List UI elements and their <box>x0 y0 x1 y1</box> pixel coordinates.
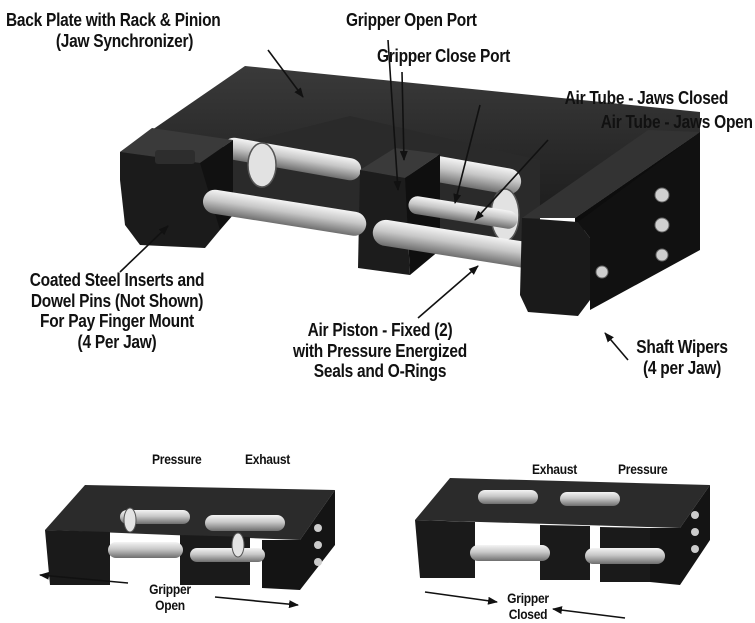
arrow-back-plate <box>267 49 304 98</box>
open-pressure-label: Pressure <box>152 451 202 467</box>
label-piston: Air Piston - Fixed (2) with Pressure Ene… <box>293 320 467 382</box>
arrow-piston <box>417 265 479 319</box>
port-hole-3 <box>655 248 669 262</box>
left-jaw-slot <box>155 150 195 164</box>
right-jaw-top <box>522 130 700 218</box>
left-jaw-top <box>120 128 233 163</box>
arrow-inserts <box>119 225 169 273</box>
arrow-tube-open <box>474 139 549 221</box>
closed-exhaust-label: Exhaust <box>532 461 578 477</box>
label-open-port: Gripper Open Port <box>346 10 477 30</box>
label-back-plate-line-1: Back Plate with Rack & Pinion <box>6 10 221 30</box>
arrow-tube-closed <box>453 104 481 204</box>
right-jaw-side <box>578 132 700 310</box>
arrow-open-left <box>39 571 129 584</box>
open-arrows <box>39 571 299 609</box>
front-rod-left <box>202 189 367 236</box>
gripper-open-view <box>45 485 335 590</box>
label-back-plate: Back Plate with Rack & Pinion (Jaw Synch… <box>6 10 221 51</box>
arrow-open-right <box>214 596 299 609</box>
closed-arrows <box>424 591 626 619</box>
left-jaw-front <box>120 152 220 248</box>
label-inserts: Coated Steel Inserts and Dowel Pins (Not… <box>29 270 205 353</box>
closed-state-label: Gripper Closed <box>507 590 549 623</box>
label-back-plate-line-2: (Jaw Synchronizer) <box>55 30 194 51</box>
arrow-open-port <box>387 39 402 191</box>
port-hole-1 <box>654 187 670 203</box>
port-hole-2 <box>654 217 670 233</box>
label-wipers: Shaft Wipers (4 per Jaw) <box>636 337 728 378</box>
arrow-closed-right <box>552 606 626 619</box>
arrow-wipers <box>604 332 629 361</box>
open-state-label: Gripper Open <box>149 581 191 614</box>
piston-disc-left <box>247 142 277 188</box>
front-rod-right <box>372 219 537 268</box>
label-tube-open: Air Tube - Jaws Open <box>601 112 753 132</box>
open-exhaust-label: Exhaust <box>245 451 291 467</box>
port-hole-4 <box>595 265 609 279</box>
front-rod-mid <box>408 196 518 229</box>
center-jaw-top <box>360 148 440 178</box>
label-tube-closed: Air Tube - Jaws Closed <box>564 88 729 108</box>
gripper-closed-view <box>415 478 710 585</box>
closed-pressure-label: Pressure <box>618 461 668 477</box>
label-close-port: Gripper Close Port <box>377 46 510 66</box>
right-jaw-front <box>520 218 590 316</box>
main-gripper <box>120 66 700 316</box>
callout-arrows <box>119 39 629 361</box>
arrow-closed-left <box>424 591 498 605</box>
arrow-close-port <box>399 71 408 161</box>
